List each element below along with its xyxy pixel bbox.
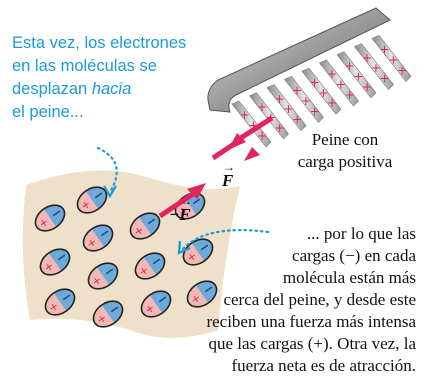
comb-tooth (249, 92, 289, 140)
caption-right-line-4: cerca del peine, y desde este (223, 290, 416, 309)
positive-charge: + (353, 69, 363, 83)
caption-right-line-5: reciben una fuerza más intensa (206, 312, 416, 331)
negative-charge (105, 268, 114, 275)
positive-charge: + (380, 72, 390, 86)
negative-charge (204, 286, 213, 293)
positive-charge: + (371, 61, 381, 75)
caption-right-line-6: que las cargas (+). Otra vez, la (208, 334, 416, 353)
positive-charge: + (274, 92, 284, 106)
negative-charge (147, 218, 156, 225)
comb-tooth (319, 59, 359, 107)
negative-charge (200, 244, 209, 251)
caption-left-line-3-plain: desplazan (12, 80, 92, 98)
negative-charge (110, 306, 119, 313)
positive-charge: + (336, 78, 346, 92)
comb-label: Peine con carga positiva (286, 129, 404, 173)
caption-right-line-3: molécula están más (282, 268, 416, 287)
molecule: + (182, 275, 222, 313)
negative-charge (158, 296, 167, 303)
caption-left: Esta vez, los electrones en las molécula… (12, 32, 186, 124)
caption-left-line-2: en las moléculas se (12, 57, 157, 75)
leader-right (180, 229, 270, 252)
molecule: + (178, 233, 218, 271)
negative-charge (152, 258, 161, 265)
molecule: + (35, 243, 75, 281)
comb-tooth (354, 43, 394, 91)
positive-charge: + (248, 119, 258, 133)
caption-left-line-1: Esta vez, los electrones (12, 34, 187, 52)
leader-left (96, 146, 118, 194)
comb-tooth (336, 51, 377, 99)
caption-right-line-2: cargas (−) en cada (292, 246, 416, 265)
negative-charge (62, 294, 71, 301)
molecule: + (88, 295, 128, 333)
comb: +++++++++++++++++++++++++++ (207, 7, 412, 148)
positive-charge: + (327, 96, 337, 110)
positive-charge: + (388, 53, 398, 67)
molecule: + (30, 199, 70, 237)
positive-charge: + (345, 88, 355, 102)
caption-right-line-1: ... por lo que las (306, 224, 416, 243)
positive-charge: + (344, 59, 354, 73)
molecule: + (83, 257, 123, 295)
caption-right: ... por lo que las cargas (−) en cada mo… (206, 223, 416, 377)
positive-charge: + (310, 104, 320, 118)
comb-tooth (301, 67, 342, 115)
force-arrow-f-head (228, 115, 274, 150)
caption-right-line-7: fuerza neta es de atracción. (231, 356, 416, 375)
positive-charge: + (283, 102, 293, 116)
negative-charge (52, 210, 61, 217)
positive-charge: + (362, 80, 372, 94)
force-label-neg-f: → −F (169, 194, 192, 224)
positive-charge: + (362, 51, 372, 65)
caption-left-italic: hacia (91, 80, 132, 98)
molecule: + (72, 181, 112, 219)
caption-left-line-4: el peine... (12, 103, 84, 121)
positive-charge: + (309, 75, 319, 89)
caption-left-line-3: desplazan hacia (12, 78, 186, 101)
positive-charge: + (275, 121, 285, 135)
positive-charge: + (327, 67, 337, 81)
molecule: + (78, 219, 118, 257)
comb-spine (207, 7, 391, 113)
positive-charge: + (257, 100, 267, 114)
force-label-f: → F (222, 160, 235, 190)
force-arrow-neg-f (158, 183, 206, 219)
negative-charge (192, 198, 201, 205)
molecule: + (40, 283, 80, 321)
comb-tooth (266, 84, 307, 132)
molecule: + (136, 285, 176, 323)
positive-charge: + (379, 43, 389, 57)
negative-charge (100, 230, 109, 237)
positive-charge: + (292, 113, 302, 127)
positive-charge: + (257, 129, 267, 143)
comb-label-line-1: Peine con (311, 130, 379, 149)
comb-tooth (371, 35, 412, 82)
molecule: + (130, 247, 170, 285)
comb-tooth (284, 76, 324, 123)
positive-charge: + (318, 86, 328, 100)
positive-charge: + (239, 108, 249, 122)
negative-charge (94, 192, 103, 199)
comb-label-line-2: carga positiva (297, 152, 393, 171)
positive-charge: + (301, 94, 311, 108)
molecules-group: +++++++++++++ (30, 181, 222, 333)
negative-charge (57, 254, 66, 261)
positive-charge: + (397, 63, 407, 77)
comb-teeth: +++++++++++++++++++++++++++ (231, 35, 412, 148)
positive-charge: + (292, 84, 302, 98)
comb-tooth (231, 100, 272, 148)
molecule: + (125, 207, 165, 245)
